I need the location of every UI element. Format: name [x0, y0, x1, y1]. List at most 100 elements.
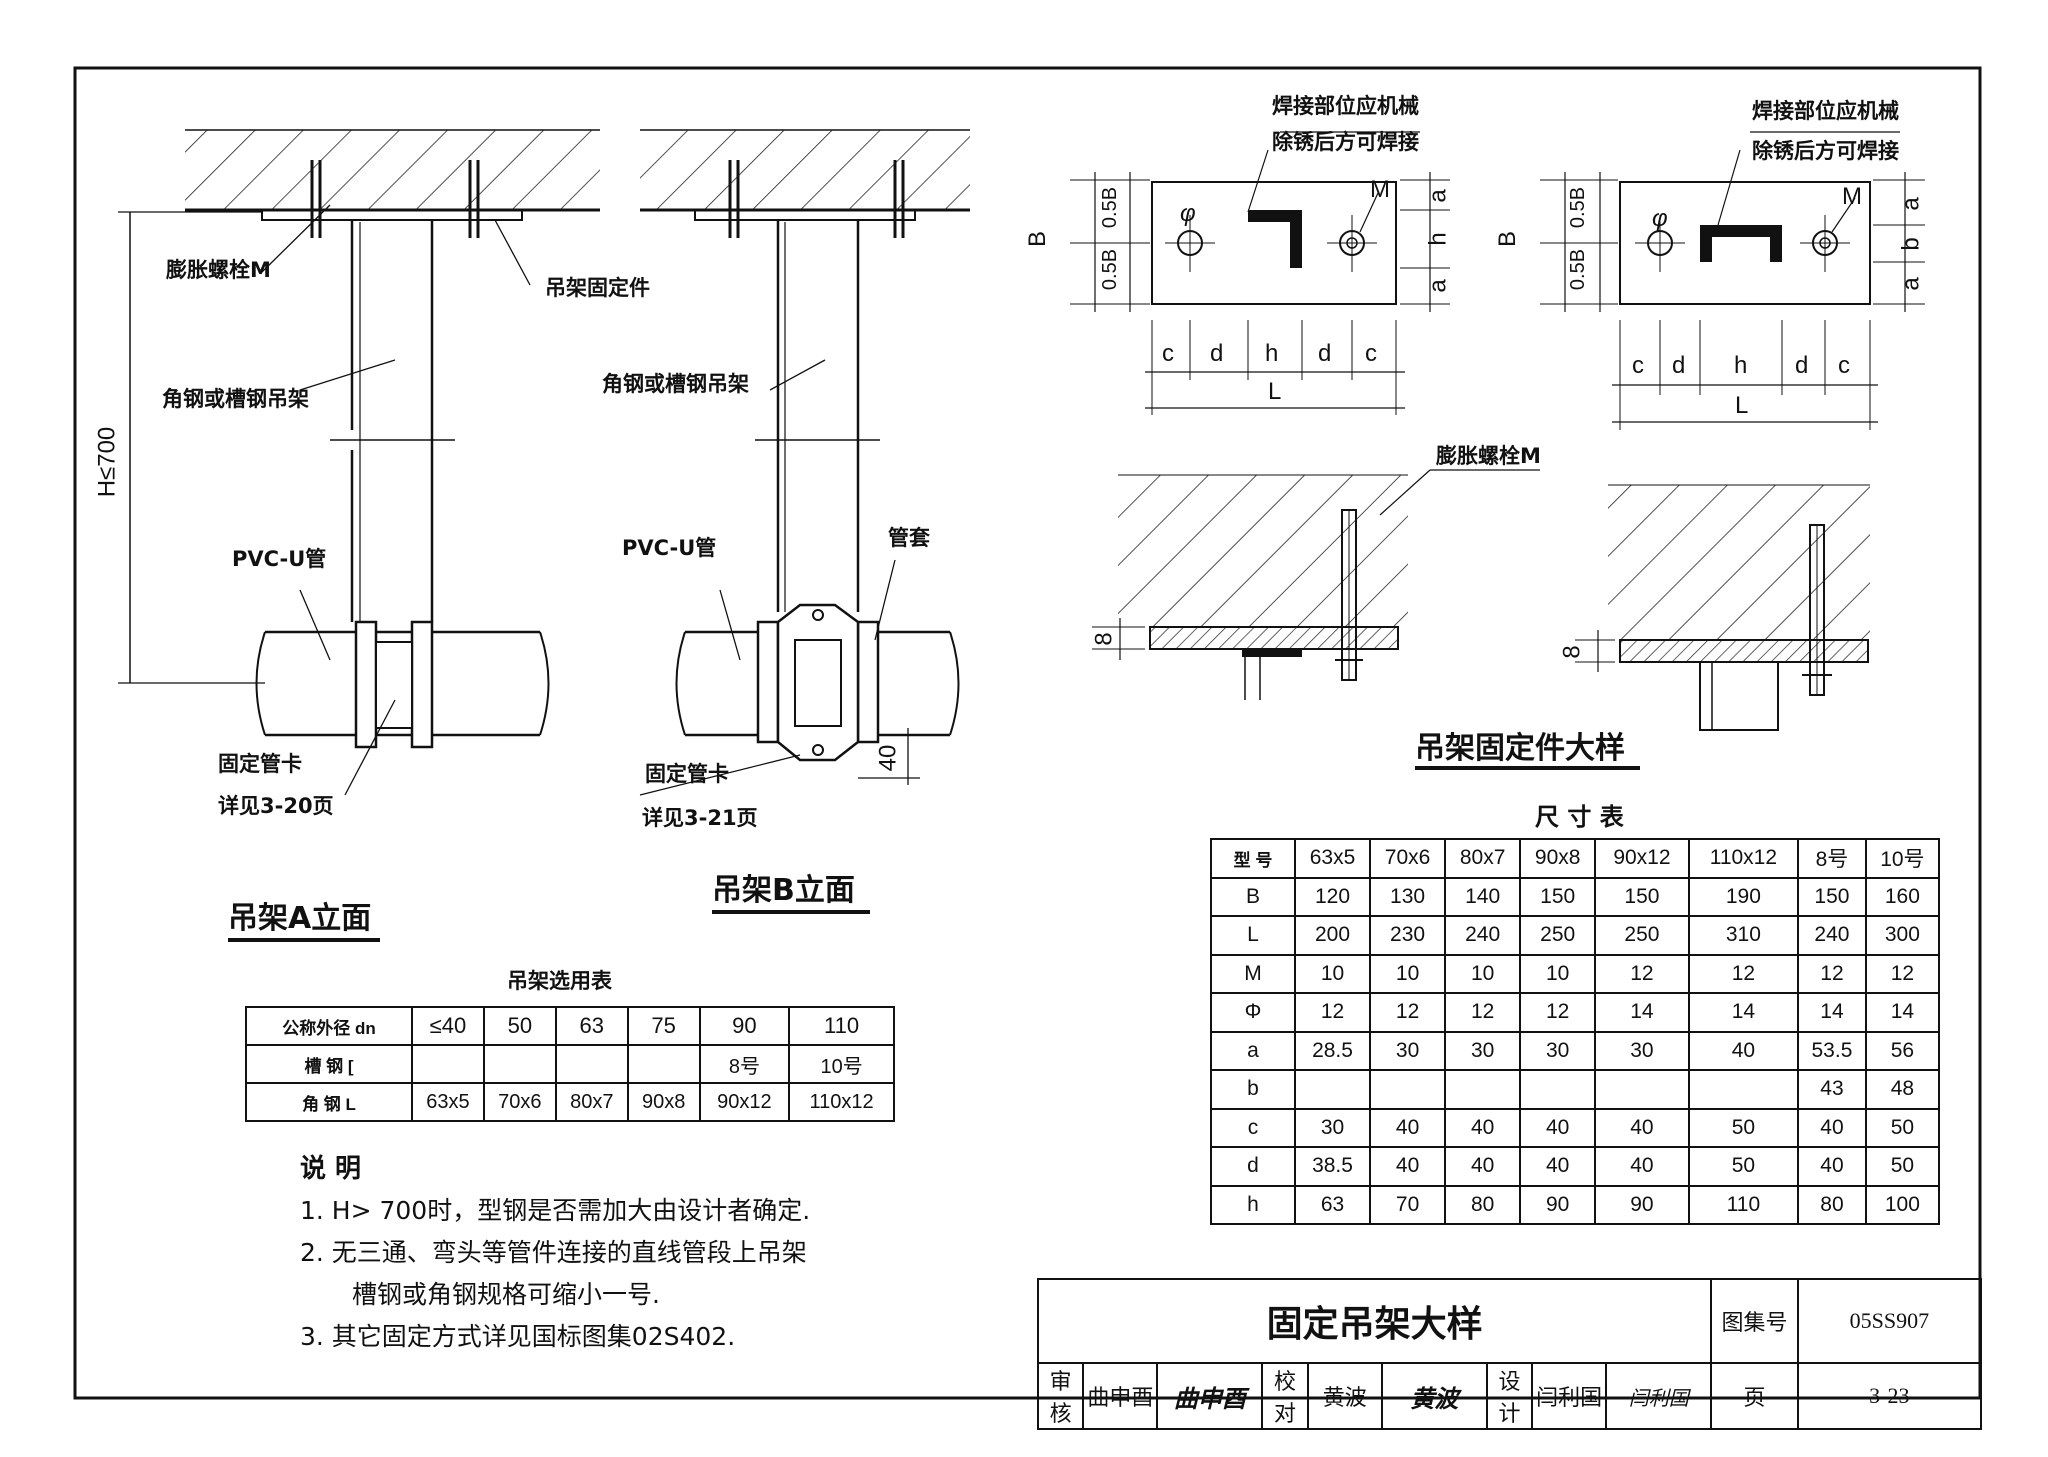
- size-cell: 10: [1369, 953, 1447, 994]
- sel-cell: ≤40: [411, 1006, 485, 1046]
- size-cell: 190: [1687, 876, 1800, 917]
- size-cell: 40: [1797, 1146, 1867, 1187]
- plate-detail-channel: [1540, 131, 1925, 430]
- dim-M-2: M: [1842, 183, 1862, 210]
- sel-cell: 63: [554, 1006, 629, 1046]
- clamp-label-a: 固定管卡: [218, 752, 302, 776]
- reviewer-signature: 曲申酉: [1156, 1362, 1264, 1430]
- sel-cell: 10号: [788, 1044, 895, 1084]
- dim-a-1-top: a: [1424, 189, 1452, 203]
- title-block: 固定吊架大样 图集号 05SS907 审核 曲申酉 曲申酉 校对 黄波 黄波 设…: [1036, 1278, 1983, 1430]
- size-cell: 40: [1519, 1107, 1597, 1148]
- dim-B-1: B: [1024, 230, 1052, 248]
- size-cell: 48: [1864, 1069, 1941, 1110]
- dim-8-b: 8: [1558, 645, 1586, 659]
- dim-d-1-right: d: [1318, 340, 1332, 367]
- size-row-label: b: [1210, 1069, 1296, 1110]
- size-cell: 14: [1594, 992, 1690, 1033]
- size-cell: 110: [1687, 1184, 1800, 1225]
- page-label: 页: [1710, 1362, 1799, 1430]
- size-cell: 12: [1369, 992, 1447, 1033]
- sel-cell: [411, 1044, 485, 1084]
- dim-a-2-bot: a: [1897, 277, 1925, 291]
- dim-half-b-2b: 0.5B: [1567, 248, 1590, 291]
- size-cell: 30: [1594, 1030, 1690, 1071]
- size-row-label: h: [1210, 1184, 1296, 1225]
- size-cell: 90x8: [1519, 838, 1597, 879]
- hanger-b-elevation: [639, 129, 970, 796]
- size-cell: 150: [1519, 876, 1597, 917]
- weld-note-1-line1: 焊接部位应机械: [1272, 94, 1419, 118]
- atlas-number: 05SS907: [1796, 1278, 1983, 1364]
- dim-d-1-left: d: [1210, 340, 1224, 367]
- size-cell: 50: [1687, 1107, 1800, 1148]
- anchor-section-2: [1575, 484, 1870, 731]
- size-cell: [1293, 1069, 1372, 1110]
- dim-8-a: 8: [1090, 632, 1118, 646]
- checker-signature: 黄波: [1380, 1362, 1488, 1430]
- size-cell: 63x5: [1293, 838, 1372, 879]
- dim-half-b-2a: 0.5B: [1567, 186, 1590, 229]
- size-cell: [1444, 1069, 1522, 1110]
- size-cell: 40: [1444, 1146, 1522, 1187]
- note-2-cont: 槽钢或角钢规格可缩小一号.: [352, 1280, 660, 1309]
- dim-40: 40: [874, 744, 902, 772]
- size-cell: 80: [1444, 1184, 1522, 1225]
- sel-cell: 75: [626, 1006, 701, 1046]
- sel-cell: 50: [482, 1006, 557, 1046]
- size-cell: 14: [1797, 992, 1867, 1033]
- dim-a-2-top: a: [1897, 197, 1925, 211]
- review-label: 审核: [1036, 1362, 1085, 1430]
- size-cell: 200: [1293, 915, 1372, 956]
- expansion-bolt-label: 膨胀螺栓M: [166, 258, 271, 282]
- size-cell: 40: [1369, 1107, 1447, 1148]
- sel-cell: 70x6: [482, 1082, 557, 1122]
- size-cell: 90x12: [1594, 838, 1690, 879]
- size-cell: 14: [1687, 992, 1800, 1033]
- size-row-label: B: [1210, 876, 1296, 917]
- atlas-label: 图集号: [1710, 1278, 1799, 1364]
- sel-cell: 80x7: [554, 1082, 629, 1122]
- dim-B-2: B: [1494, 230, 1522, 248]
- size-row-label: L: [1210, 915, 1296, 956]
- dim-c-2-right: c: [1838, 352, 1850, 379]
- dim-d-2-left: d: [1672, 352, 1686, 379]
- size-cell: 250: [1519, 915, 1597, 956]
- size-cell: 14: [1864, 992, 1941, 1033]
- size-cell: 240: [1444, 915, 1522, 956]
- pvc-pipe-label-b: PVC-U管: [622, 536, 717, 560]
- size-table-title: 尺 寸 表: [1535, 803, 1624, 831]
- checker-name: 黄波: [1306, 1362, 1383, 1430]
- note-2: 2. 无三通、弯头等管件连接的直线管段上吊架: [300, 1238, 807, 1267]
- sheet-border: [73, 66, 1982, 1400]
- size-cell: 70: [1369, 1184, 1447, 1225]
- dim-b-2: b: [1897, 237, 1925, 251]
- sel-cell: [626, 1044, 701, 1084]
- clamp-ref-b: 详见3-21页: [642, 806, 758, 830]
- size-cell: 40: [1594, 1107, 1690, 1148]
- sel-cell: 90: [698, 1006, 791, 1046]
- sel-cell: [482, 1044, 557, 1084]
- size-cell: 10: [1293, 953, 1372, 994]
- size-cell: 120: [1293, 876, 1372, 917]
- sel-cell: 90x8: [626, 1082, 701, 1122]
- size-row-label: Φ: [1210, 992, 1296, 1033]
- dim-c-1-left: c: [1162, 340, 1174, 367]
- size-cell: 110x12: [1687, 838, 1800, 879]
- reviewer-name: 曲申酉: [1082, 1362, 1159, 1430]
- size-cell: 40: [1797, 1107, 1867, 1148]
- sel-cell: 110x12: [788, 1082, 895, 1122]
- design-label: 设计: [1485, 1362, 1534, 1430]
- size-cell: [1519, 1069, 1597, 1110]
- size-cell: 250: [1594, 915, 1690, 956]
- size-cell: 12: [1594, 953, 1690, 994]
- size-cell: 38.5: [1293, 1146, 1372, 1187]
- size-cell: 40: [1519, 1146, 1597, 1187]
